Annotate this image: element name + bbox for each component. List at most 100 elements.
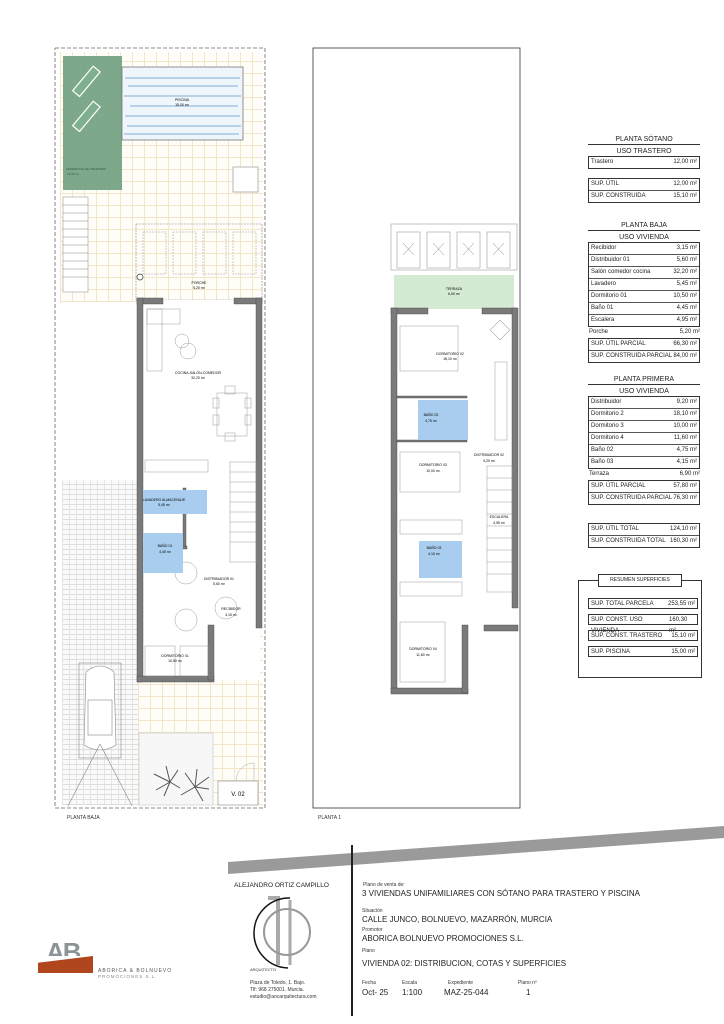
bathroom-03 <box>419 541 462 578</box>
promoter-value: ABORICA BOLNUEVO PROMOCIONES S.L. <box>362 934 524 943</box>
svg-text:18,10 m²: 18,10 m² <box>443 357 458 361</box>
sheet-value: 1 <box>526 988 531 997</box>
svg-text:4,75 m²: 4,75 m² <box>425 419 438 423</box>
date-label: Fecha <box>362 980 376 986</box>
architect-role: ARQUITECTO <box>250 967 277 972</box>
plant-icon <box>153 765 210 802</box>
scale-value: 1:100 <box>402 988 423 997</box>
bathroom-02 <box>418 400 468 440</box>
svg-text:15,00 m²: 15,00 m² <box>175 103 190 107</box>
table-planta-primera: PLANTA PRIMERA USO VIVIENDA Distribuidor… <box>588 376 700 548</box>
svg-text:BAÑO 03: BAÑO 03 <box>427 545 442 550</box>
company-name-line1: ABORICA & BOLNUEVO <box>98 968 173 974</box>
architect-logo <box>253 896 311 969</box>
garage-pavers <box>62 480 138 805</box>
svg-text:32,20 m²: 32,20 m² <box>191 376 206 380</box>
basement-stairs <box>62 196 89 293</box>
svg-text:SUPERFICIE DE TRASTERO: SUPERFICIE DE TRASTERO <box>66 167 107 171</box>
svg-text:5,60 m²: 5,60 m² <box>213 582 226 586</box>
svg-text:10,00 m²: 10,00 m² <box>426 469 441 473</box>
svg-text:BAÑO 01: BAÑO 01 <box>158 543 173 548</box>
architect-phone: Tlf: 968 275001. Murcia. <box>250 987 304 993</box>
ground-floor-plan: SUPERFICIE DE TRASTERO 12,00 m² PISCINA … <box>54 47 266 809</box>
company-name-line2: PROMOCIONES S.L. <box>98 974 158 979</box>
car-icon <box>67 662 133 807</box>
architect-email: estudio@aocarquitectura.com <box>250 994 317 1000</box>
project-title: 3 VIVIENDAS UNIFAMILIARES CON SÓTANO PAR… <box>362 889 640 898</box>
svg-text:DORMITORIO 01: DORMITORIO 01 <box>161 654 189 658</box>
svg-text:4,95 m²: 4,95 m² <box>493 521 506 525</box>
svg-text:LAVADERO ALMACENAJE: LAVADERO ALMACENAJE <box>143 498 186 502</box>
pool <box>121 66 244 141</box>
svg-text:DISTRIBUIDOR 01: DISTRIBUIDOR 01 <box>204 577 234 581</box>
resumen-title: RESUMEN SUPERFICIES <box>598 574 682 587</box>
laundry-area <box>143 490 207 514</box>
architect-address: Plaza de Toledo, 1. Bajo. <box>250 980 306 986</box>
pergola <box>390 223 518 271</box>
plan-label: Plano <box>362 948 375 954</box>
svg-text:DORMITORIO 02: DORMITORIO 02 <box>436 352 464 356</box>
svg-text:4,15 m²: 4,15 m² <box>428 552 441 556</box>
first-floor-walls <box>390 307 519 695</box>
ground-plan-label: PLANTA BAJA <box>67 815 100 821</box>
svg-text:RECIBIDOR: RECIBIDOR <box>221 607 241 611</box>
plan-value: VIVIENDA 02: DISTRIBUCION, COTAS Y SUPER… <box>362 959 567 968</box>
first-plan-label: PLANTA 1 <box>318 815 341 821</box>
location-value: CALLE JUNCO, BOLNUEVO, MAZARRÓN, MURCIA <box>362 915 553 924</box>
terrace <box>394 275 514 309</box>
svg-text:4,45 m²: 4,45 m² <box>159 550 172 554</box>
first-floor-plan: TERRAZA 6,90 m² DORMITORIO 02 18,10 m² B <box>312 47 521 809</box>
location-label: Situación <box>362 908 383 914</box>
architect-name: ALEJANDRO ORTIZ CAMPILLO <box>234 882 329 889</box>
file-label: Expediente <box>448 980 474 986</box>
company-logo: AB <box>38 938 98 978</box>
svg-text:3,15 m²: 3,15 m² <box>225 613 238 617</box>
svg-text:PISCINA: PISCINA <box>175 98 190 102</box>
svg-text:DISTRIBUIDOR 02: DISTRIBUIDOR 02 <box>474 453 504 457</box>
svg-text:11,60 m²: 11,60 m² <box>416 653 430 657</box>
svg-text:BAÑO 02: BAÑO 02 <box>424 412 439 417</box>
svg-text:6,90 m²: 6,90 m² <box>448 292 461 296</box>
svg-text:5,45 m²: 5,45 m² <box>158 503 171 507</box>
svg-text:10,50 m²: 10,50 m² <box>168 659 183 663</box>
svg-text:COCINA-SALÓN-COMEDOR: COCINA-SALÓN-COMEDOR <box>175 370 222 375</box>
svg-text:DORMITORIO 04: DORMITORIO 04 <box>409 647 437 651</box>
svg-text:ESCALERA: ESCALERA <box>490 515 509 519</box>
svg-text:9,20 m²: 9,20 m² <box>483 459 496 463</box>
promoter-label: Promotor <box>362 927 383 933</box>
file-value: MAZ-25-044 <box>444 988 489 997</box>
svg-text:5,20 m²: 5,20 m² <box>193 286 206 290</box>
svg-text:12,00 m²: 12,00 m² <box>67 172 79 176</box>
sheet-label: Plano nº <box>518 980 537 986</box>
date-value: Oct- 25 <box>362 988 389 997</box>
sunbed-icon <box>71 65 101 133</box>
scale-label: Escala <box>402 980 418 986</box>
